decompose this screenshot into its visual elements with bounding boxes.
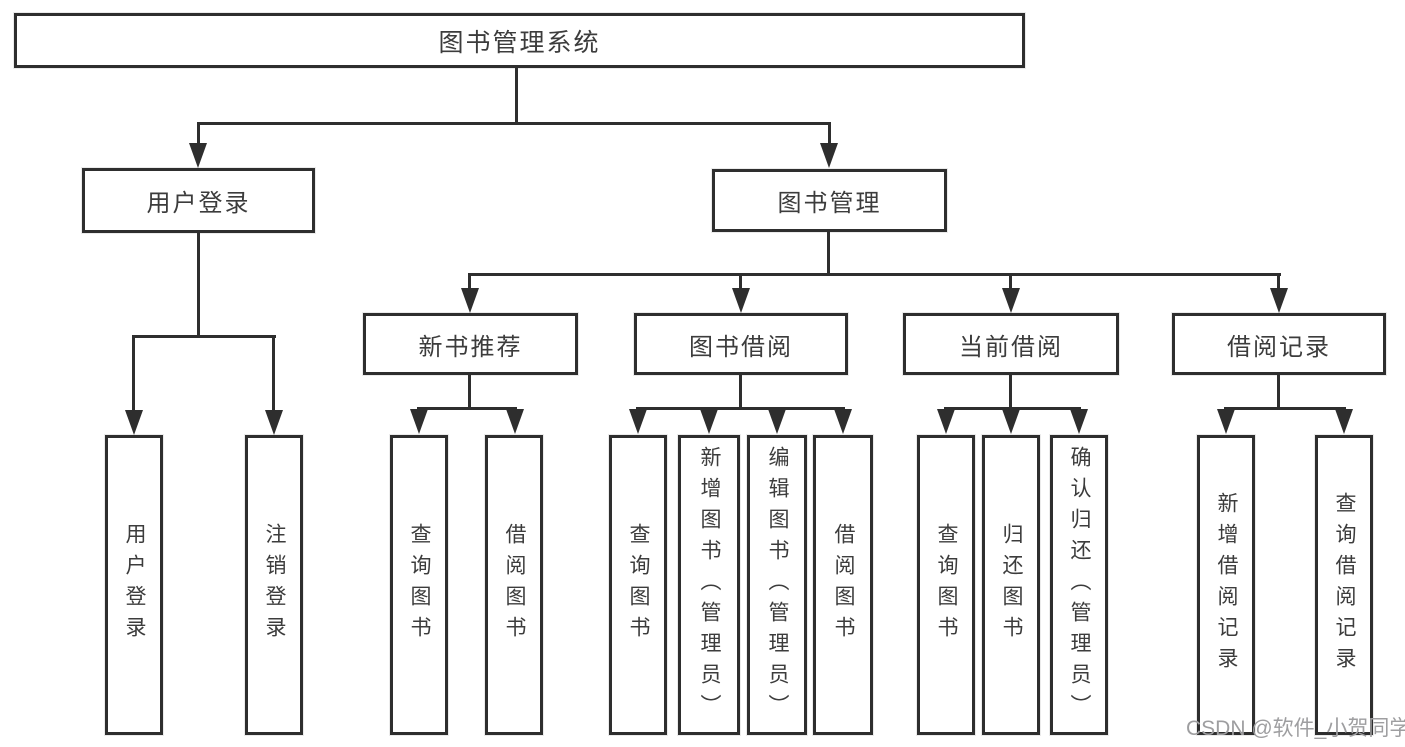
connector-line xyxy=(1277,375,1280,407)
node-label: 用户登录 xyxy=(123,523,146,647)
connector-line xyxy=(636,407,845,410)
node-label: 归还图书 xyxy=(1000,523,1023,647)
arrowhead-down-icon xyxy=(410,409,428,434)
leaf-add-borrowing-record: 新增借阅记录 xyxy=(1197,435,1255,735)
connector-line xyxy=(132,335,276,338)
leaf-query-books-borrowing: 查询图书 xyxy=(609,435,667,735)
node-label: 查询图书 xyxy=(935,523,958,647)
node-label: 图书管理 xyxy=(777,190,882,217)
leaf-edit-books-admin: 编辑图书（管理员） xyxy=(747,435,807,735)
arrowhead-down-icon xyxy=(125,410,143,435)
node-book-management: 图书管理 xyxy=(712,169,947,232)
arrowhead-down-icon xyxy=(1002,409,1020,434)
node-label: 确认归还（管理员） xyxy=(1068,445,1091,725)
arrowhead-down-icon xyxy=(700,409,718,434)
connector-line xyxy=(944,407,1081,410)
node-label: 借阅图书 xyxy=(832,523,855,647)
node-label: 查询图书 xyxy=(408,523,431,647)
node-user-login: 用户登录 xyxy=(82,168,315,233)
connector-line xyxy=(197,122,831,125)
connector-line xyxy=(132,338,135,411)
arrowhead-down-icon xyxy=(461,288,479,313)
node-book-borrowing: 图书借阅 xyxy=(634,313,848,375)
leaf-logout: 注销登录 xyxy=(245,435,303,735)
connector-line xyxy=(739,276,742,289)
arrowhead-down-icon xyxy=(1070,409,1088,434)
connector-line xyxy=(827,232,830,273)
arrowhead-down-icon xyxy=(265,410,283,435)
watermark: CSDN @软件_小贺同学 xyxy=(1186,717,1405,740)
arrowhead-down-icon xyxy=(1335,409,1353,434)
connector-line xyxy=(1009,276,1012,289)
arrowhead-down-icon xyxy=(189,143,207,168)
arrowhead-down-icon xyxy=(768,409,786,434)
connector-line xyxy=(272,338,275,411)
connector-line xyxy=(515,68,518,122)
node-label: 查询借阅记录 xyxy=(1333,492,1356,678)
connector-line xyxy=(1224,407,1346,410)
leaf-user-login: 用户登录 xyxy=(105,435,163,735)
leaf-query-books-recommend: 查询图书 xyxy=(390,435,448,735)
connector-line xyxy=(828,125,831,146)
arrowhead-down-icon xyxy=(1002,288,1020,313)
node-label: 用户登录 xyxy=(146,190,251,217)
arrowhead-down-icon xyxy=(820,143,838,168)
arrowhead-down-icon xyxy=(629,409,647,434)
node-label: 图书管理系统 xyxy=(438,28,601,57)
connector-line xyxy=(1009,375,1012,407)
node-label: 注销登录 xyxy=(263,523,286,647)
leaf-query-books-current: 查询图书 xyxy=(917,435,975,735)
leaf-query-borrowing-record: 查询借阅记录 xyxy=(1315,435,1373,735)
node-library-management-system: 图书管理系统 xyxy=(14,13,1025,68)
leaf-return-books: 归还图书 xyxy=(982,435,1040,735)
node-label: 新书推荐 xyxy=(418,333,523,361)
leaf-add-books-admin: 新增图书（管理员） xyxy=(678,435,740,735)
node-new-book-recommendation: 新书推荐 xyxy=(363,313,578,375)
node-label: 借阅记录 xyxy=(1227,333,1331,361)
connector-line xyxy=(468,375,471,407)
arrowhead-down-icon xyxy=(506,409,524,434)
node-current-borrowing: 当前借阅 xyxy=(903,313,1119,375)
arrowhead-down-icon xyxy=(834,409,852,434)
connector-line xyxy=(1277,276,1280,289)
node-borrowing-records: 借阅记录 xyxy=(1172,313,1386,375)
node-label: 编辑图书（管理员） xyxy=(766,445,789,725)
leaf-borrow-books-borrowing: 借阅图书 xyxy=(813,435,873,735)
node-label: 新增借阅记录 xyxy=(1215,492,1238,678)
connector-line xyxy=(197,125,200,146)
node-label: 查询图书 xyxy=(627,523,650,647)
arrowhead-down-icon xyxy=(1270,288,1288,313)
node-label: 当前借阅 xyxy=(959,333,1063,361)
connector-line xyxy=(468,273,1281,276)
node-label: 新增图书（管理员） xyxy=(698,445,721,725)
arrowhead-down-icon xyxy=(732,288,750,313)
node-label: 借阅图书 xyxy=(503,523,526,647)
node-label: 图书借阅 xyxy=(689,333,793,361)
arrowhead-down-icon xyxy=(937,409,955,434)
arrowhead-down-icon xyxy=(1217,409,1235,434)
connector-line xyxy=(197,233,200,335)
connector-line xyxy=(417,407,517,410)
connector-line xyxy=(739,375,742,407)
leaf-confirm-return-admin: 确认归还（管理员） xyxy=(1050,435,1108,735)
connector-line xyxy=(468,276,471,289)
leaf-borrow-books-recommend: 借阅图书 xyxy=(485,435,543,735)
